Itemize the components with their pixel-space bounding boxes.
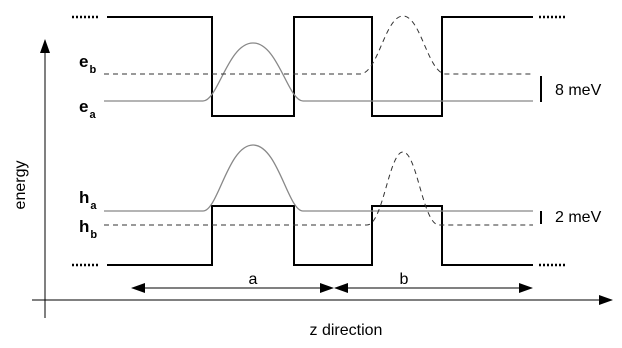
- label-e-b: eb: [79, 52, 96, 76]
- hole-splitting-label: 2 meV: [555, 209, 602, 226]
- valence-band-edge: [107, 205, 533, 266]
- electron-level-b-wavefunction: [104, 15, 533, 75]
- conduction-band-edge: [107, 16, 533, 117]
- electron-splitting-label: 8 meV: [555, 82, 602, 99]
- label-h-a: ha: [79, 188, 97, 212]
- electron-level-a-wavefunction: [104, 42, 533, 102]
- label-e-a: ea: [79, 97, 96, 121]
- energy-axis-label: energy: [12, 161, 29, 210]
- z-axis-label: z direction: [310, 322, 383, 339]
- label-h-b: hb: [79, 217, 97, 241]
- well-a-label: a: [249, 271, 258, 288]
- hole-level-a-wavefunction: [104, 144, 533, 212]
- well-b-label: b: [400, 271, 409, 288]
- hole-level-b-wavefunction: [104, 151, 533, 226]
